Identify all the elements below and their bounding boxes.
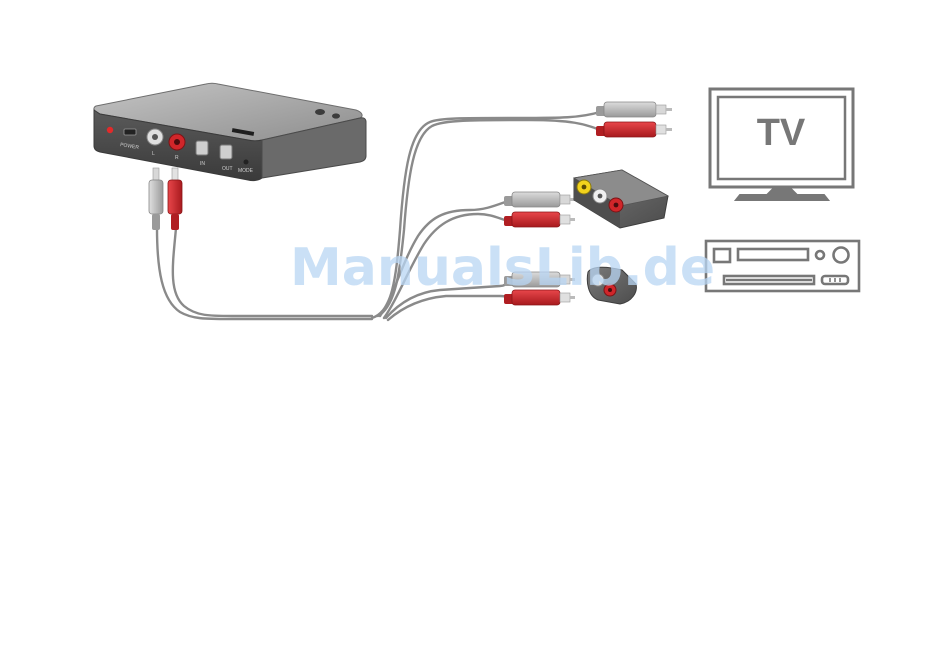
mode-button-icon (244, 160, 249, 165)
rca-plug-white (149, 180, 163, 214)
box-top-jack-2 (332, 113, 340, 118)
scart-rca-plugs (504, 192, 575, 227)
power-led-icon (107, 127, 113, 133)
rca-plug-red (168, 180, 182, 214)
rca-plug-white (512, 192, 560, 207)
label-left: L (152, 151, 155, 157)
rca-plug-red (604, 122, 656, 137)
usb-port-icon (124, 129, 136, 135)
label-out: OUT (222, 166, 233, 172)
optical-out-icon (220, 145, 232, 159)
box-top-jack-1 (315, 109, 325, 115)
optical-in-icon (196, 141, 208, 155)
scart-adapter (574, 170, 668, 228)
watermark-text: ManualsLib.de (290, 238, 670, 302)
rca-plug-white (604, 102, 656, 117)
audio-box: POWER L R IN OUT MODE (94, 83, 366, 180)
box-rca-plugs (149, 168, 182, 230)
label-in: IN (200, 161, 205, 167)
label-mode: MODE (238, 168, 254, 174)
rca-plug-red (512, 212, 560, 227)
tv-rca-plugs (596, 102, 672, 137)
tv-label: TV (757, 112, 806, 154)
receiver-icon (706, 241, 859, 291)
label-right: R (175, 155, 179, 161)
